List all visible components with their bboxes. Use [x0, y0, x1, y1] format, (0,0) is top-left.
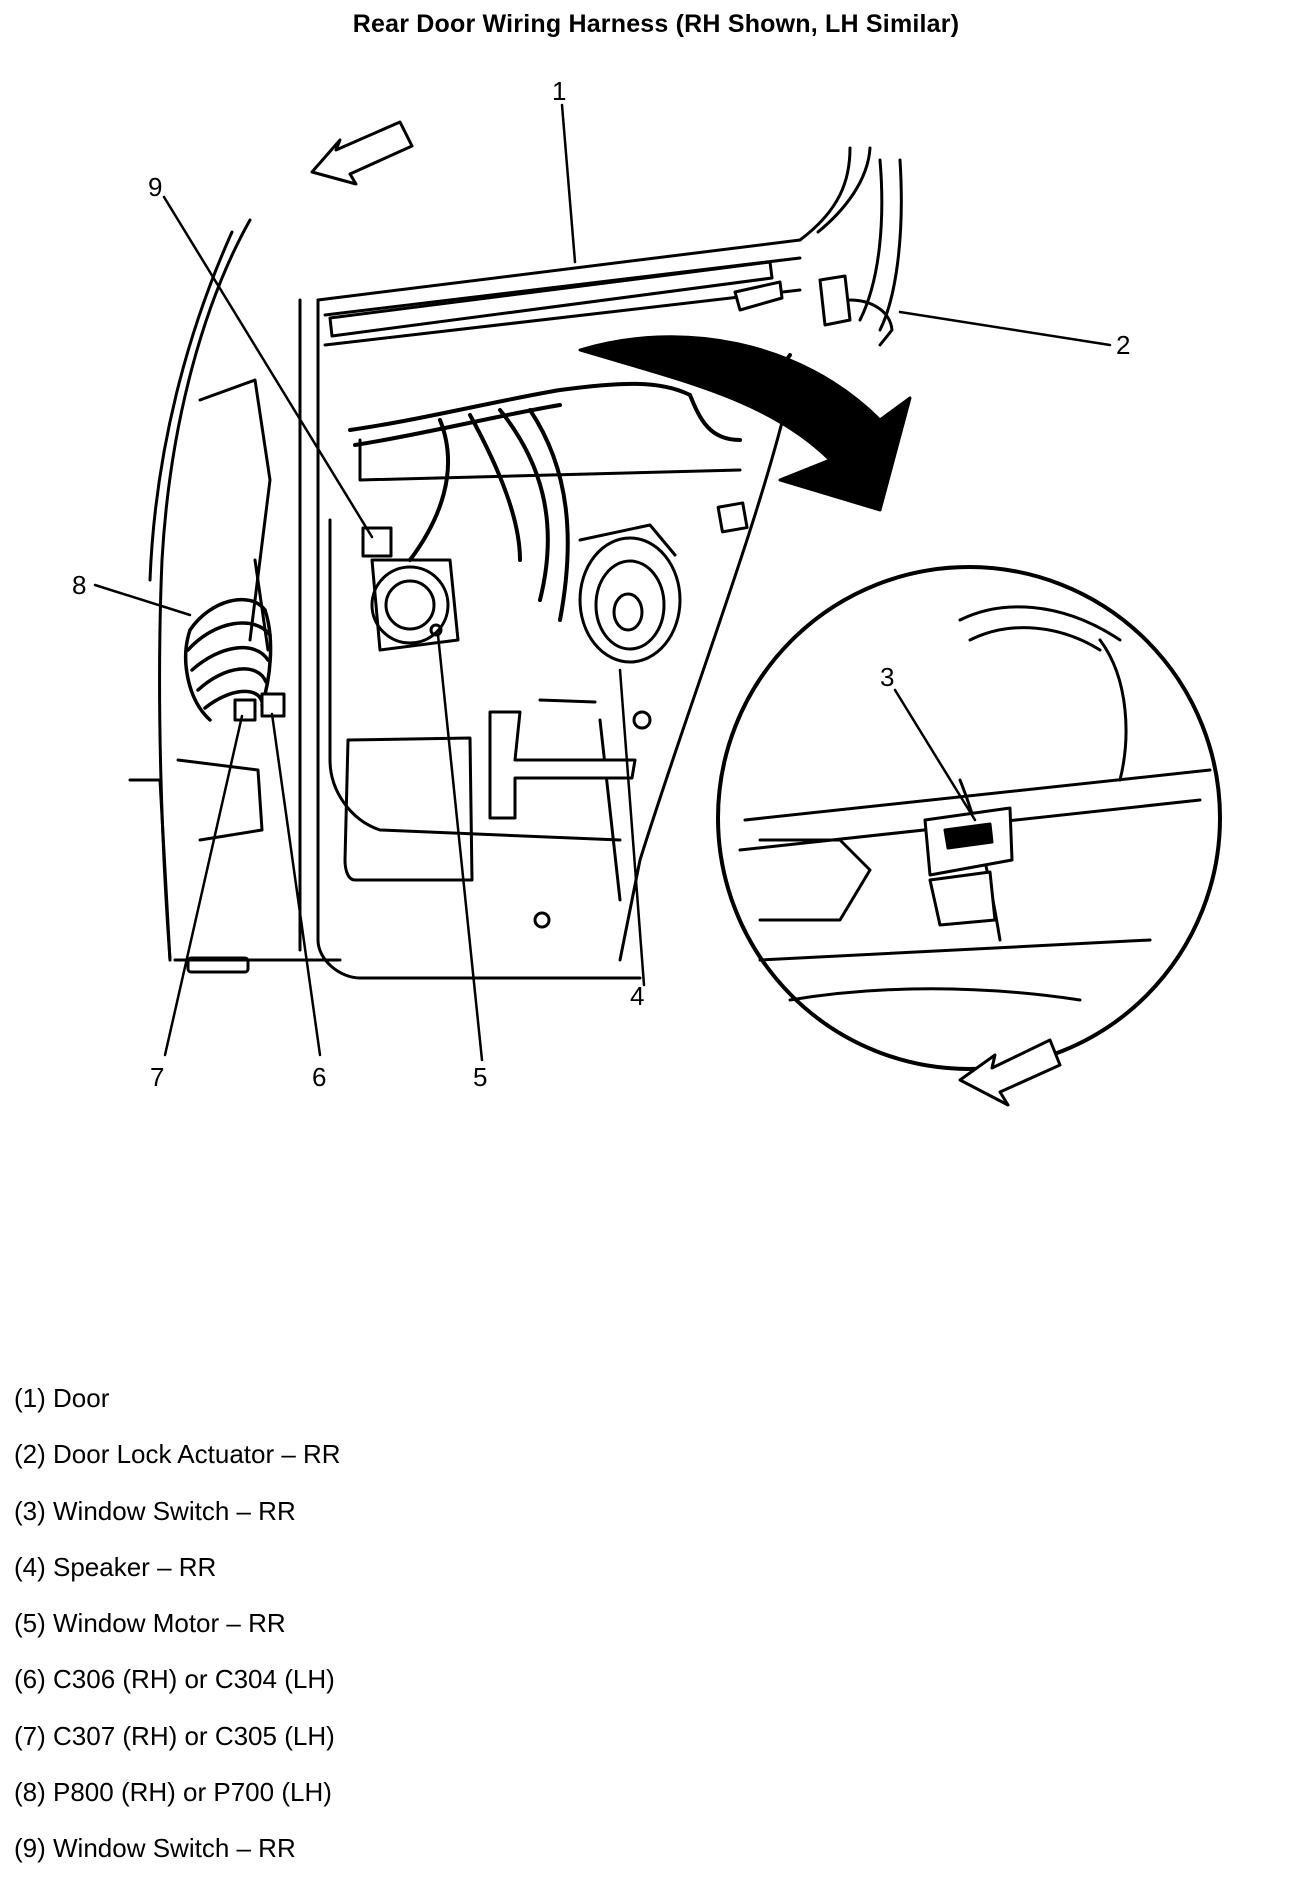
legend-item-7: (7) C307 (RH) or C305 (LH)	[14, 1720, 335, 1751]
window-motor	[370, 558, 460, 652]
inner-door-panel	[328, 438, 749, 929]
door-window-channel	[328, 260, 774, 338]
direction-arrow-icon	[310, 120, 414, 186]
wiring-harness	[348, 353, 792, 622]
leader-lines	[93, 103, 1112, 1062]
callout-6: 6	[312, 1062, 326, 1092]
diagram-title: Rear Door Wiring Harness (RH Shown, LH S…	[352, 10, 960, 38]
callout-3: 3	[880, 662, 894, 692]
callout-5: 5	[473, 1062, 487, 1092]
speaker	[578, 523, 682, 664]
legend-item-3: (3) Window Switch – RR	[14, 1495, 296, 1526]
legend-item-9: (9) Window Switch – RR	[14, 1833, 296, 1864]
legend-item-4: (4) Speaker – RR	[14, 1551, 217, 1582]
body-panel	[128, 218, 342, 974]
connector-7	[233, 698, 257, 722]
door-wiring-illustration: 1 2 3 4 5 6 7 8 9	[72, 76, 1222, 1107]
callout-8: 8	[72, 570, 86, 600]
inset-direction-arrow-icon	[958, 1038, 1062, 1107]
callout-numbers: 1 2 3 4 5 6 7 8 9	[72, 76, 1130, 1092]
legend-item-6: (6) C306 (RH) or C304 (LH)	[14, 1664, 335, 1695]
door-frame	[298, 146, 903, 980]
callout-9: 9	[148, 172, 162, 202]
connector-6	[260, 692, 286, 718]
legend-item-1: (1) Door	[14, 1383, 110, 1413]
callout-1: 1	[552, 76, 566, 106]
harness-grommet	[184, 597, 273, 722]
door-lock-actuator	[733, 274, 894, 347]
rotation-arrow-icon	[578, 335, 912, 512]
legend-item-8: (8) P800 (RH) or P700 (LH)	[14, 1777, 332, 1808]
detail-inset	[716, 565, 1222, 1107]
connector-9	[361, 526, 393, 558]
legend-item-5: (5) Window Motor – RR	[14, 1608, 286, 1639]
callout-4: 4	[630, 981, 644, 1011]
parts-legend: (1) Door (2) Door Lock Actuator – RR (3)…	[14, 1370, 814, 1877]
callout-7: 7	[150, 1062, 164, 1092]
callout-2: 2	[1116, 330, 1130, 360]
legend-item-2: (2) Door Lock Actuator – RR	[14, 1439, 341, 1470]
